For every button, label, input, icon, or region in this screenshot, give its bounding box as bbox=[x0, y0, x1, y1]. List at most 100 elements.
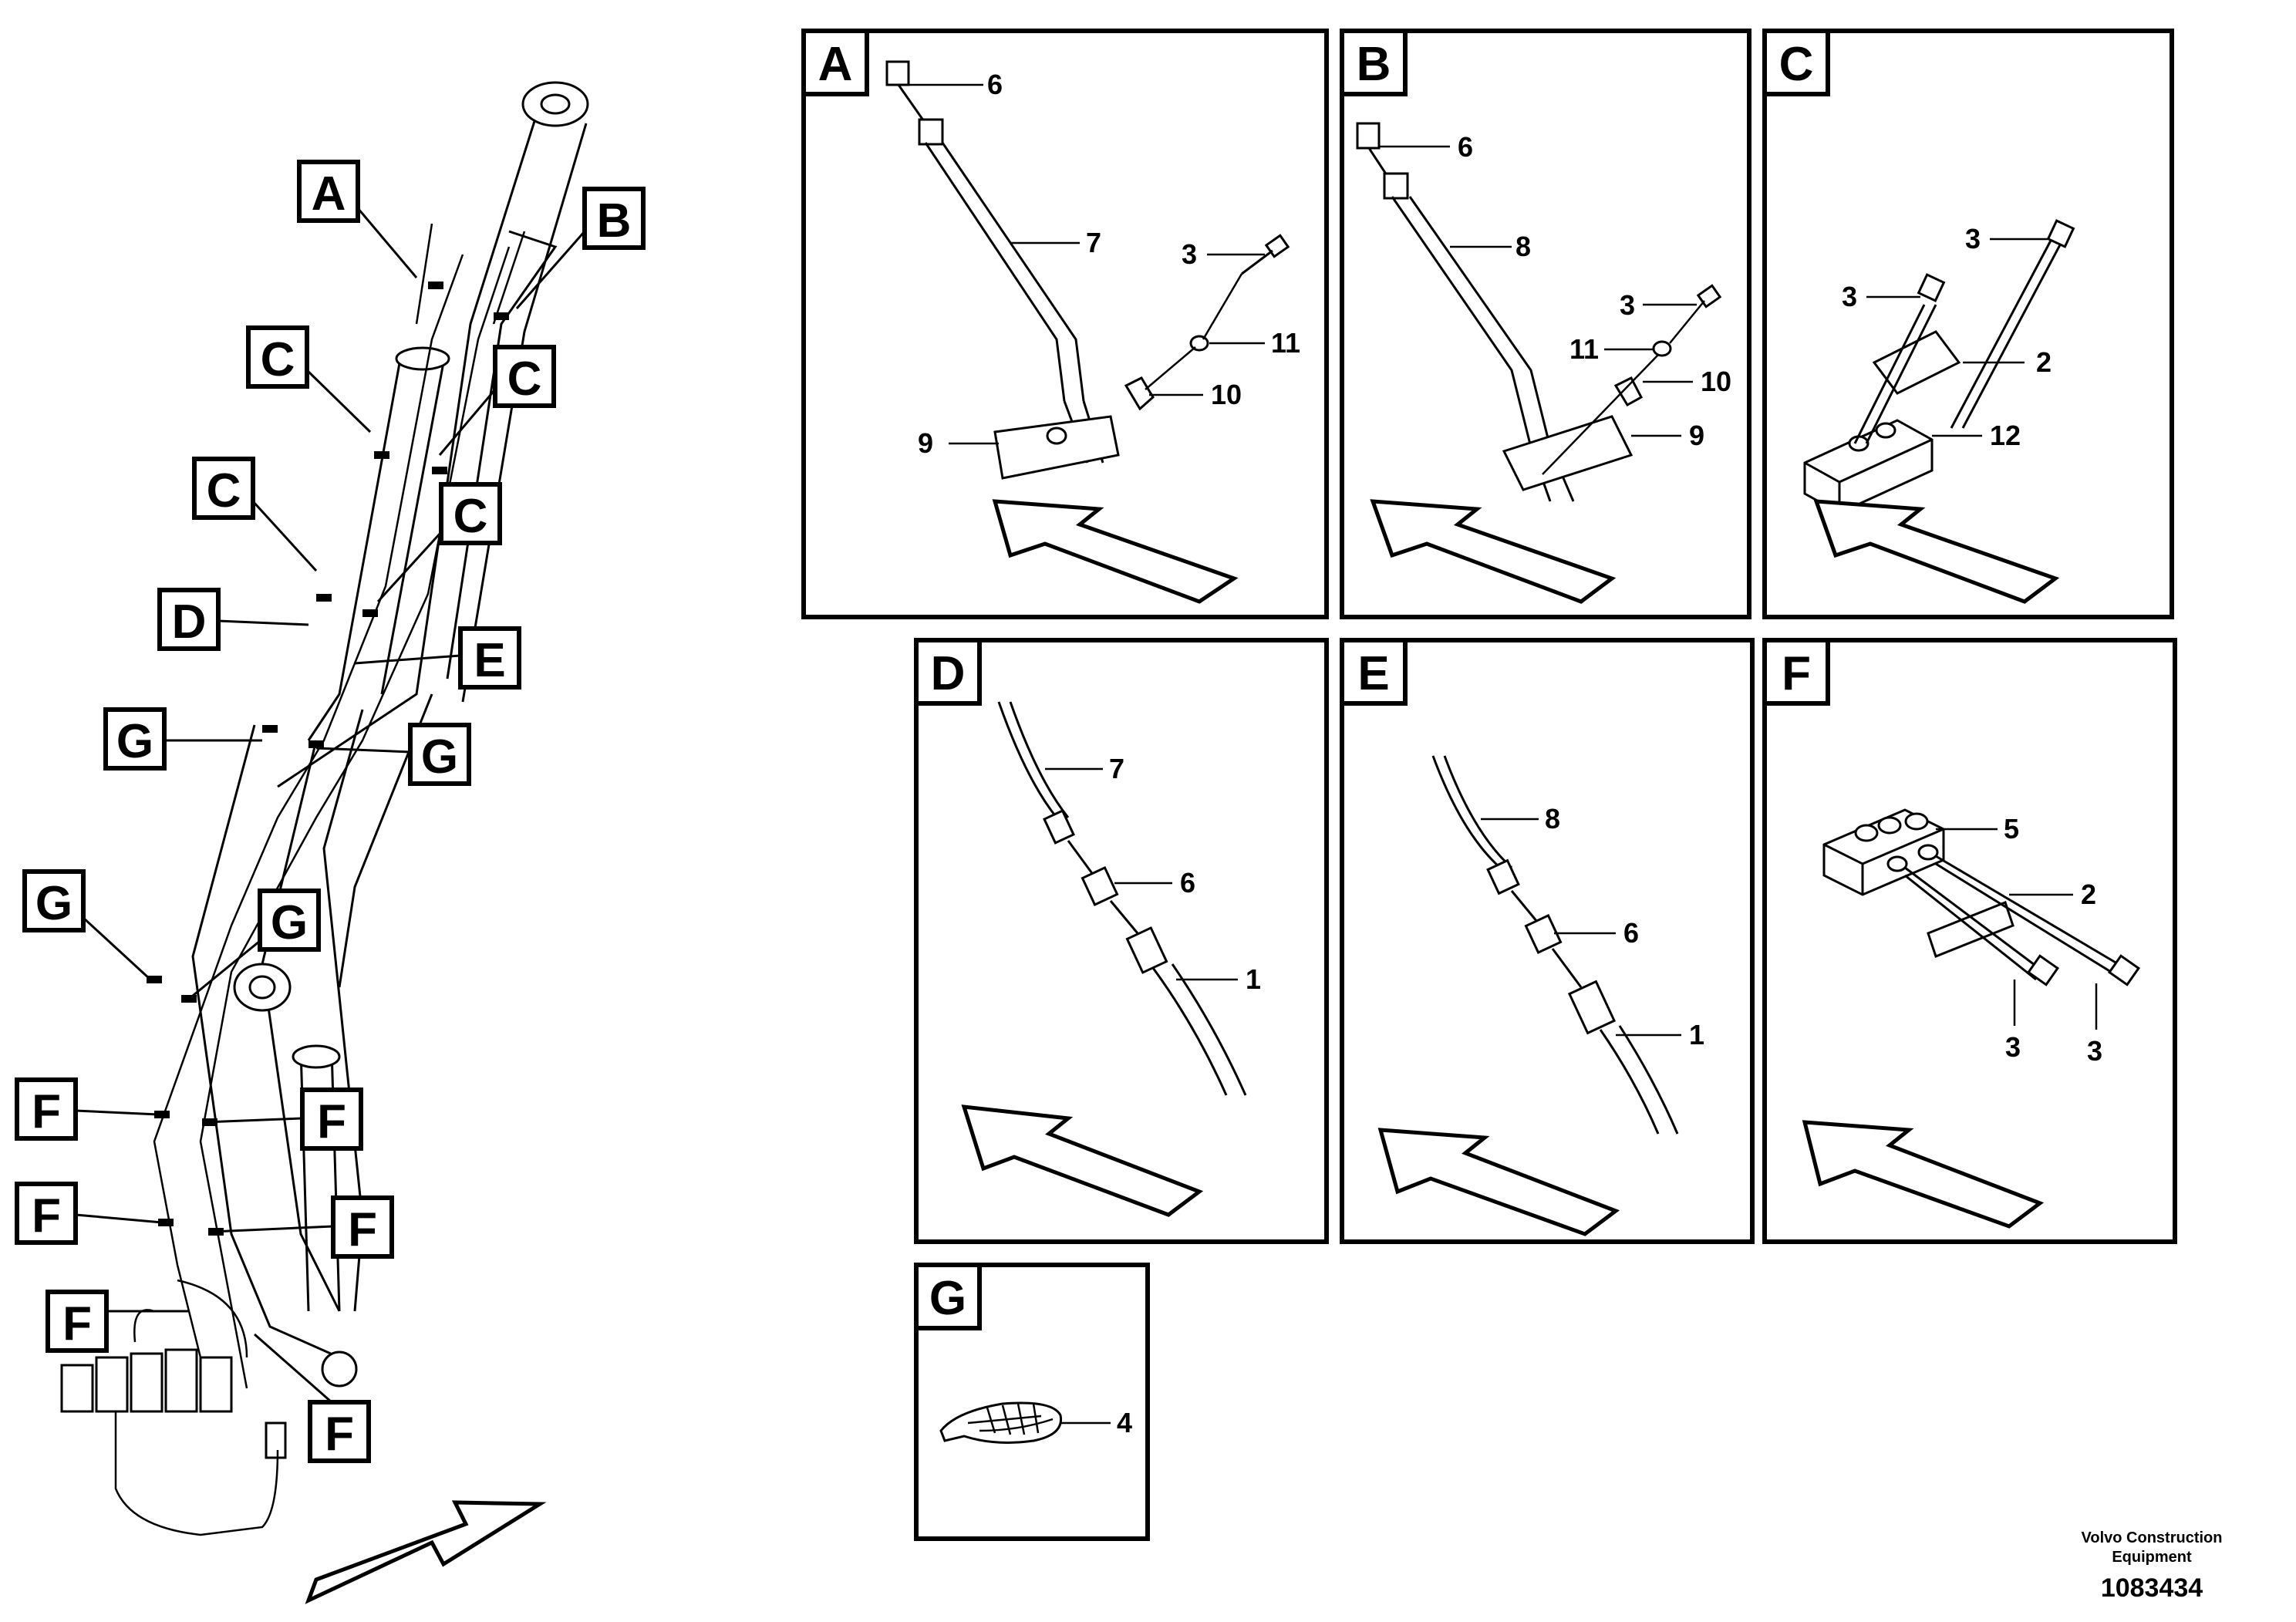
nipple-fitting bbox=[1524, 914, 1563, 954]
direction-arrow-icon bbox=[992, 499, 1239, 604]
plate-9 bbox=[1502, 415, 1633, 491]
panel-e: E 8 6 1 bbox=[1340, 638, 1755, 1244]
footer: Volvo Construction Equipment 1083434 bbox=[2082, 1529, 2223, 1603]
tag-g-1: G bbox=[103, 707, 262, 771]
svg-text:3: 3 bbox=[2087, 1035, 2102, 1067]
svg-text:3: 3 bbox=[1620, 289, 1635, 321]
svg-text:3: 3 bbox=[2005, 1031, 2021, 1063]
svg-text:G: G bbox=[929, 1272, 966, 1325]
direction-arrow-icon bbox=[305, 1500, 547, 1604]
svg-text:D: D bbox=[931, 647, 966, 700]
svg-text:E: E bbox=[474, 634, 505, 687]
direction-arrow-icon bbox=[1802, 1120, 2045, 1229]
document-number: 1083434 bbox=[2101, 1573, 2203, 1603]
svg-text:11: 11 bbox=[1569, 333, 1599, 365]
cable-tie-4 bbox=[939, 1401, 1063, 1444]
svg-text:3: 3 bbox=[1182, 238, 1197, 270]
direction-arrow-icon bbox=[1813, 499, 2060, 604]
svg-text:3: 3 bbox=[1965, 223, 1981, 255]
svg-text:6: 6 bbox=[1180, 867, 1195, 899]
control-valve-block bbox=[60, 1279, 287, 1536]
panel-g: G 4 bbox=[914, 1263, 1150, 1541]
svg-text:1: 1 bbox=[1689, 1019, 1704, 1050]
svg-text:E: E bbox=[1357, 647, 1389, 700]
svg-text:7: 7 bbox=[1109, 753, 1124, 784]
tag-c-1: C bbox=[246, 325, 372, 433]
svg-text:1: 1 bbox=[1246, 963, 1261, 995]
tag-f-3: F bbox=[15, 1182, 163, 1245]
svg-text:A: A bbox=[818, 38, 853, 91]
svg-text:8: 8 bbox=[1545, 803, 1560, 835]
svg-text:F: F bbox=[325, 1408, 354, 1461]
tag-f-1: F bbox=[15, 1077, 159, 1141]
svg-text:C: C bbox=[1779, 38, 1814, 91]
overview-tags: A B C C C C D bbox=[15, 160, 646, 1463]
svg-text:F: F bbox=[32, 1189, 61, 1243]
company-line-2: Equipment bbox=[2112, 1549, 2192, 1566]
panel-c: C 3 3 2 12 bbox=[1762, 29, 2174, 619]
svg-text:10: 10 bbox=[1701, 366, 1731, 397]
svg-text:6: 6 bbox=[1458, 131, 1473, 163]
svg-text:B: B bbox=[1357, 38, 1391, 91]
svg-text:7: 7 bbox=[1086, 227, 1101, 258]
direction-arrow-icon bbox=[1370, 499, 1617, 604]
svg-text:B: B bbox=[597, 194, 632, 248]
tag-d: D bbox=[157, 588, 309, 651]
svg-text:9: 9 bbox=[1689, 420, 1704, 451]
tag-f-2: F bbox=[204, 1088, 363, 1151]
boom-arm-overview bbox=[60, 81, 589, 1536]
plate-2 bbox=[1927, 901, 2014, 958]
svg-text:D: D bbox=[172, 595, 207, 649]
svg-text:10: 10 bbox=[1211, 379, 1242, 410]
svg-text:F: F bbox=[1782, 647, 1811, 700]
svg-text:F: F bbox=[317, 1095, 346, 1148]
panel-b: B 6 8 3 11 10 9 bbox=[1340, 29, 1752, 619]
svg-text:G: G bbox=[271, 896, 308, 949]
tag-f-5: F bbox=[46, 1290, 189, 1353]
tag-c-4: C bbox=[376, 482, 502, 603]
tag-f-6: F bbox=[254, 1333, 371, 1463]
svg-text:2: 2 bbox=[2081, 878, 2096, 910]
svg-text:C: C bbox=[207, 464, 241, 518]
panel-d: D 7 6 1 bbox=[914, 638, 1329, 1244]
tag-a: A bbox=[297, 160, 418, 278]
panel-a: A 6 7 3 11 10 9 bbox=[801, 29, 1329, 619]
svg-text:F: F bbox=[348, 1203, 377, 1256]
tag-c-3: C bbox=[192, 457, 318, 572]
svg-text:9: 9 bbox=[918, 427, 933, 459]
svg-text:3: 3 bbox=[1842, 281, 1857, 312]
svg-text:C: C bbox=[507, 352, 542, 406]
svg-text:G: G bbox=[421, 730, 458, 784]
svg-text:12: 12 bbox=[1990, 420, 2021, 451]
washer-11 bbox=[1652, 340, 1672, 357]
plate-9 bbox=[993, 415, 1120, 480]
svg-text:F: F bbox=[62, 1297, 92, 1351]
svg-text:G: G bbox=[116, 715, 153, 768]
tag-g-2: G bbox=[315, 723, 471, 786]
svg-text:2: 2 bbox=[2036, 346, 2052, 378]
svg-text:6: 6 bbox=[1623, 917, 1639, 949]
svg-text:F: F bbox=[32, 1085, 61, 1138]
direction-arrow-icon bbox=[961, 1104, 1204, 1217]
tag-e: E bbox=[354, 626, 521, 690]
svg-text:11: 11 bbox=[1271, 327, 1300, 359]
tag-g-3: G bbox=[22, 869, 152, 981]
company-line-1: Volvo Construction bbox=[2082, 1529, 2223, 1546]
clamp-10 bbox=[1613, 376, 1644, 407]
nipple-fitting bbox=[1081, 866, 1119, 906]
nipple-fitting bbox=[885, 60, 910, 86]
svg-text:5: 5 bbox=[2004, 813, 2019, 845]
plate-2 bbox=[1872, 330, 1961, 395]
svg-text:A: A bbox=[312, 167, 346, 221]
svg-text:8: 8 bbox=[1515, 231, 1531, 262]
svg-text:C: C bbox=[453, 490, 488, 543]
tag-c-2: C bbox=[438, 345, 556, 456]
tag-g-4: G bbox=[188, 889, 321, 1000]
svg-text:C: C bbox=[261, 333, 295, 386]
svg-text:6: 6 bbox=[987, 69, 1003, 100]
tag-b: B bbox=[515, 187, 646, 309]
svg-text:4: 4 bbox=[1117, 1407, 1132, 1438]
tag-f-4: F bbox=[211, 1195, 394, 1259]
block-12 bbox=[1803, 419, 1934, 514]
